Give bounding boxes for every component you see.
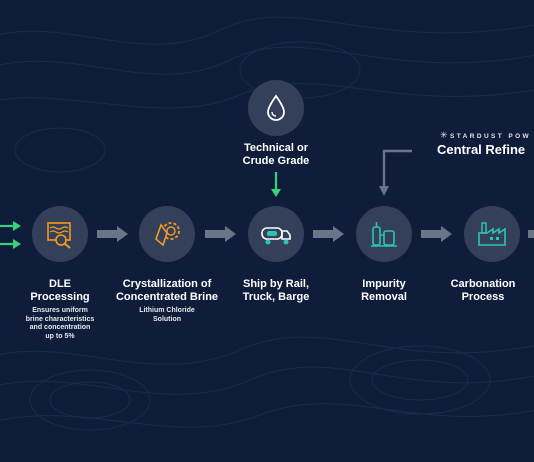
step-dle-sub-3: and concentration <box>29 324 91 331</box>
input-drop-circle <box>248 80 304 136</box>
input-down-arrow <box>271 172 281 197</box>
step-carbonation-title-line2: Process <box>461 291 505 303</box>
step-ship-title-line1: Ship by Rail, <box>242 278 309 290</box>
tanks-icon <box>371 222 397 247</box>
step-dle-title-line1: DLE <box>49 278 71 290</box>
step-crystallization-title-line1: Crystallization of <box>122 278 212 290</box>
step-crystallization-title-line2: Concentrated Brine <box>115 291 219 303</box>
central-refinery-label: Central Refine <box>437 142 526 157</box>
step-crystallization-circle <box>139 206 195 262</box>
star-burst-icon: ✳ <box>440 130 451 140</box>
green-input-arrow-bottom <box>0 239 21 249</box>
flow-arrow-2 <box>205 226 236 242</box>
step-dle-circle <box>32 206 88 262</box>
step-dle-sub-1: Ensures uniform <box>32 307 88 314</box>
step-dle-sub-4: up to 5% <box>45 332 75 340</box>
step-crystallization-sub-2: Solution <box>153 315 181 323</box>
water-drop-icon <box>267 94 285 121</box>
flow-arrow-1 <box>97 226 128 242</box>
flow-arrow-3 <box>313 226 344 242</box>
factory-icon <box>478 222 506 246</box>
step-dle-title-line2: Processing <box>30 291 90 303</box>
step-dle-sub-2: brine characteristics <box>25 315 95 323</box>
flow-arrow-4 <box>421 226 452 242</box>
step-impurity-title-line1: Impurity <box>362 278 406 290</box>
dle-filter-icon <box>47 222 71 249</box>
step-impurity-title-line2: Removal <box>361 291 407 303</box>
green-input-arrow-top <box>0 221 21 231</box>
brand-logo: ✳ STARDUST POW <box>440 130 532 140</box>
refinery-connector-arrow <box>379 149 412 196</box>
step-ship-circle <box>248 206 304 262</box>
input-title-line1: Technical or <box>244 142 308 154</box>
step-crystallization-sub-1: Lithium Chloride <box>139 307 195 314</box>
step-carbonation-title-line1: Carbonation <box>450 278 516 290</box>
input-title-line2: Crude Grade <box>242 155 310 167</box>
step-impurity-circle <box>356 206 412 262</box>
tanker-truck-icon <box>261 227 291 245</box>
step-ship-title-line2: Truck, Barge <box>242 291 310 303</box>
flow-arrow-5-partial <box>528 230 534 238</box>
step-carbonation-circle <box>464 206 520 262</box>
crystal-gear-icon <box>155 222 180 247</box>
